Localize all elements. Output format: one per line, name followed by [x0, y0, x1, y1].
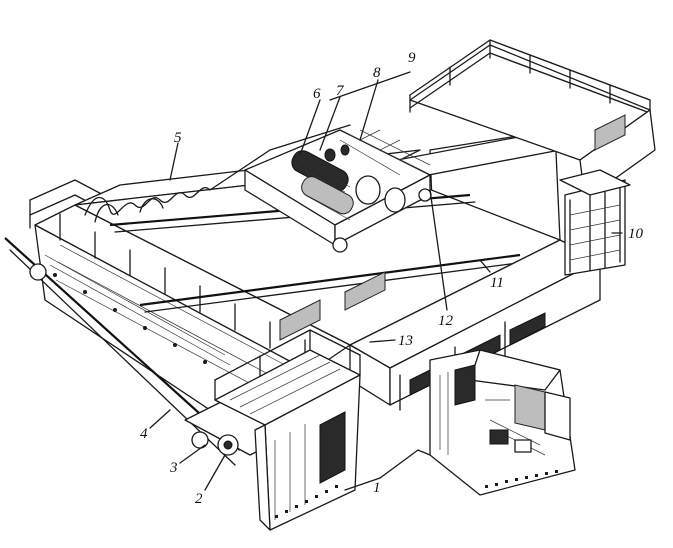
- callout-label-12: 12: [438, 313, 454, 329]
- callout-label-10: 10: [628, 226, 644, 242]
- callout-label-3: 3: [169, 460, 178, 476]
- callout-labels: 1 2 3 4 5 6 7 8 9 10 11 12 13: [140, 50, 644, 507]
- access-ladder: [559, 169, 631, 276]
- callout-label-7: 7: [336, 83, 345, 99]
- trolley: [244, 129, 432, 253]
- callout-label-1: 1: [373, 480, 381, 496]
- winch-drum: [291, 144, 406, 221]
- callout-label-2: 2: [195, 491, 203, 507]
- callout-label-8: 8: [373, 65, 381, 81]
- callout-label-13: 13: [398, 333, 413, 349]
- callout-label-9: 9: [408, 50, 416, 66]
- callout-label-6: 6: [313, 86, 321, 102]
- callout-label-11: 11: [490, 275, 504, 291]
- current-lead-cable: [84, 124, 351, 223]
- callout-label-5: 5: [174, 130, 182, 146]
- leader-lines: [149, 71, 623, 491]
- cabin-cutaway-detail: [429, 349, 576, 496]
- callout-label-4: 4: [140, 426, 148, 442]
- front-walkway-railing: [29, 179, 341, 367]
- operator-cabin: [214, 329, 361, 531]
